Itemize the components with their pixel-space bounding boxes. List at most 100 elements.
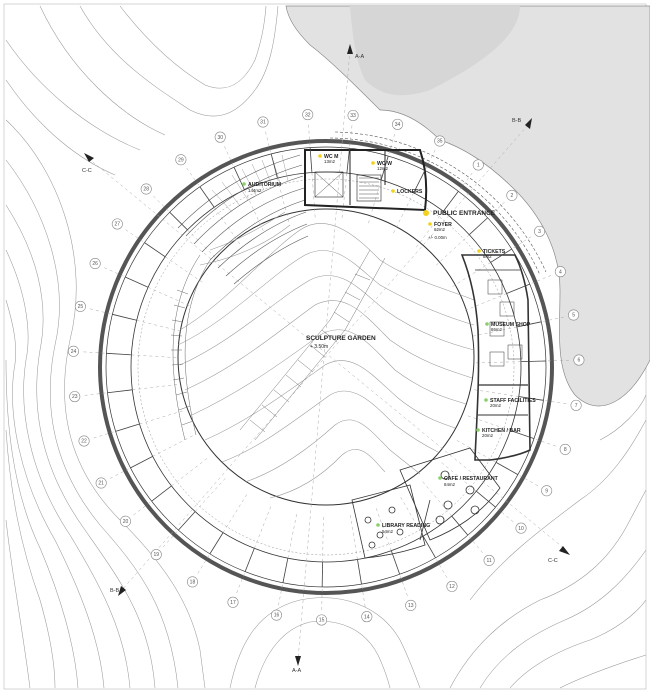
room-label-library: LIBRARY READING 54m2 [376,523,430,534]
radial-grid-line [102,266,190,306]
grid-marker-circle [111,218,123,230]
room-label-kitchen: KITCHEN / BAR 20m2 [476,428,521,438]
grid-marker-circle [74,300,86,312]
grid-marker-label: 33 [350,113,356,119]
ring-partition-wall [520,360,546,363]
museum-shop-marker-icon [485,322,489,326]
grid-marker-circle [472,159,484,171]
library-block [351,484,426,559]
ring-partition-wall [144,242,166,258]
foyer-area: 62m2 [434,227,446,232]
grid-marker-label: 6 [578,358,581,364]
grid-marker-label: 26 [92,261,98,267]
grid-marker-circle [446,580,458,592]
grid-marker-label: 11 [487,558,492,564]
ring-partition-walls [106,147,546,587]
grid-marker-circle [140,183,152,195]
radial-grid-line [321,516,324,612]
grid-marker-label: 30 [217,135,223,141]
grid-marker-circle [302,109,314,121]
grid-marker-label: 32 [305,112,311,118]
radial-grid-line [308,122,316,218]
grid-marker-circle [257,116,269,128]
grid-marker-label: 15 [319,618,325,624]
radial-grid-line [223,144,264,231]
radial-grid-line [91,410,183,439]
ring-partition-wall [516,321,542,328]
kitchen-name: KITCHEN / BAR [482,428,521,434]
grid-marker-label: 7 [575,403,578,409]
courtyard-contours [177,211,475,499]
auditorium-marker-icon [242,182,246,186]
radial-grid-line [475,360,571,364]
wc-m-name: WC M [324,154,338,160]
cafe-name: CAFE / RESTAURANT [444,476,499,482]
grid-marker-label: 23 [72,394,78,400]
radial-grid-line [349,514,366,609]
section-lines [84,44,570,666]
ring-partition-wall [282,558,289,583]
lockers-name: LOCKERS [397,189,423,195]
ring-partition-wall [422,535,436,558]
radial-grid-line [161,478,226,549]
radial-grid-line [452,235,533,287]
grid-marker-circle [392,118,404,130]
grid-marker-circle [515,522,527,534]
radial-grid-line [422,481,485,555]
grid-marker-circle [95,477,107,489]
grid-marker-circle [316,614,328,626]
ring-partition-wall [443,191,459,212]
grid-marker-circle [570,399,582,411]
canopy-arc [329,137,541,276]
grid-marker-label: 5 [572,313,575,319]
section-label-c-top: C-C [82,168,92,174]
section-label-b-bottom: B-B [110,588,120,594]
tickets-area: 8m2 [483,254,492,259]
ring-partition-wall [233,166,245,191]
outer-ring-inner-line [105,146,547,588]
ring-partition-wall [357,559,362,585]
grid-marker-label: 25 [78,304,84,310]
grid-marker-circle [89,258,101,270]
canopy-arc-outer [334,131,547,273]
grid-marker-circle [214,131,226,143]
grid-marker-label: 16 [274,613,280,619]
ring-partition-wall [413,170,426,193]
grid-marker-label: 9 [545,488,548,494]
foyer-name: FOYER [434,222,452,228]
grid-marker-circle [434,135,446,147]
radial-grid-line [436,200,507,266]
radial-grid-line [82,384,178,396]
kitchen-marker-icon [476,428,480,432]
grid-marker-circle [554,266,566,278]
radial-grid-line [464,274,554,311]
ring-partition-wall [469,217,488,236]
radial-grid-line [123,228,203,283]
ring-partition-wall [244,548,255,572]
room-label-cafe: CAFE / RESTAURANT 84m2 [438,476,499,487]
terrain-shade-north [285,5,650,407]
grid-marker-circle [186,576,198,588]
grid-marker-label: 22 [81,439,87,445]
auditorium-name: AUDITORIUM [248,182,281,188]
radial-grid-line [393,148,437,234]
library-area: 54m2 [382,529,394,534]
ring-partition-wall [107,389,133,394]
courtyard-title: SCULPTURE GARDEN [306,335,376,342]
courtyard-stepped-path [239,249,386,441]
wc-w-name: WC W [377,161,392,167]
ring-partition-wall [178,511,196,531]
radial-grid-line [264,129,289,222]
grid-marker-label: 8 [564,447,567,453]
room-label-tickets: TICKETS 8m2 [477,249,506,259]
cafe-marker-icon [438,476,442,480]
grid-marker-label: 12 [449,584,455,590]
grid-marker-circle [227,596,239,608]
radial-grid-line [131,458,208,517]
grid-marker-label: 3 [538,229,541,235]
ring-partition-wall [390,550,401,575]
section-label-a-bottom: A-A [292,668,302,674]
museum-shop-area: 86m2 [491,327,503,332]
radial-grid-line [277,514,297,608]
